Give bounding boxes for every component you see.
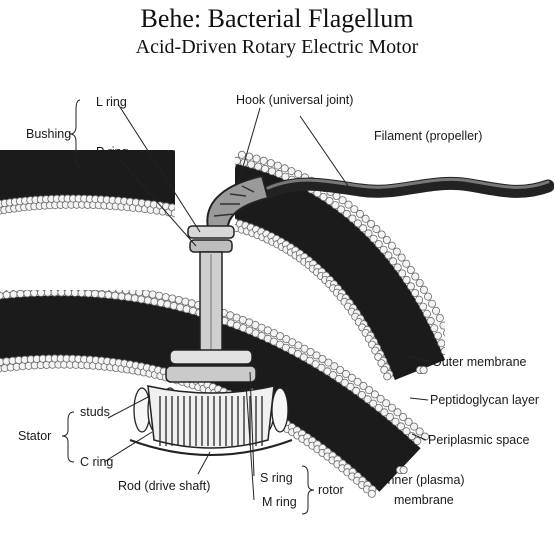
label-stator: Stator bbox=[18, 429, 51, 443]
label-m-ring: M ring bbox=[262, 495, 297, 509]
label-p-ring: P ring bbox=[96, 145, 128, 159]
label-inner-membrane-2: membrane bbox=[394, 493, 454, 507]
label-c-ring: C ring bbox=[80, 455, 113, 469]
label-rotor: rotor bbox=[318, 483, 344, 497]
label-peptidoglycan: Peptidoglycan layer bbox=[430, 393, 539, 407]
label-hook: Hook (universal joint) bbox=[236, 93, 353, 107]
s-ring bbox=[170, 350, 252, 364]
m-ring bbox=[166, 366, 256, 382]
outer-membrane-left bbox=[0, 129, 197, 218]
label-inner-membrane-1: Inner (plasma) bbox=[384, 473, 465, 487]
c-ring bbox=[148, 386, 274, 448]
label-l-ring: L ring bbox=[96, 95, 127, 109]
label-s-ring: S ring bbox=[260, 471, 293, 485]
label-outer-membrane: Outer membrane bbox=[432, 355, 527, 369]
label-filament: Filament (propeller) bbox=[374, 129, 482, 143]
label-periplasmic: Periplasmic space bbox=[428, 433, 529, 447]
label-bushing: Bushing bbox=[26, 127, 71, 141]
label-rod: Rod (drive shaft) bbox=[118, 479, 210, 493]
l-ring bbox=[188, 226, 234, 238]
p-ring bbox=[190, 240, 232, 252]
label-studs: studs bbox=[80, 405, 110, 419]
